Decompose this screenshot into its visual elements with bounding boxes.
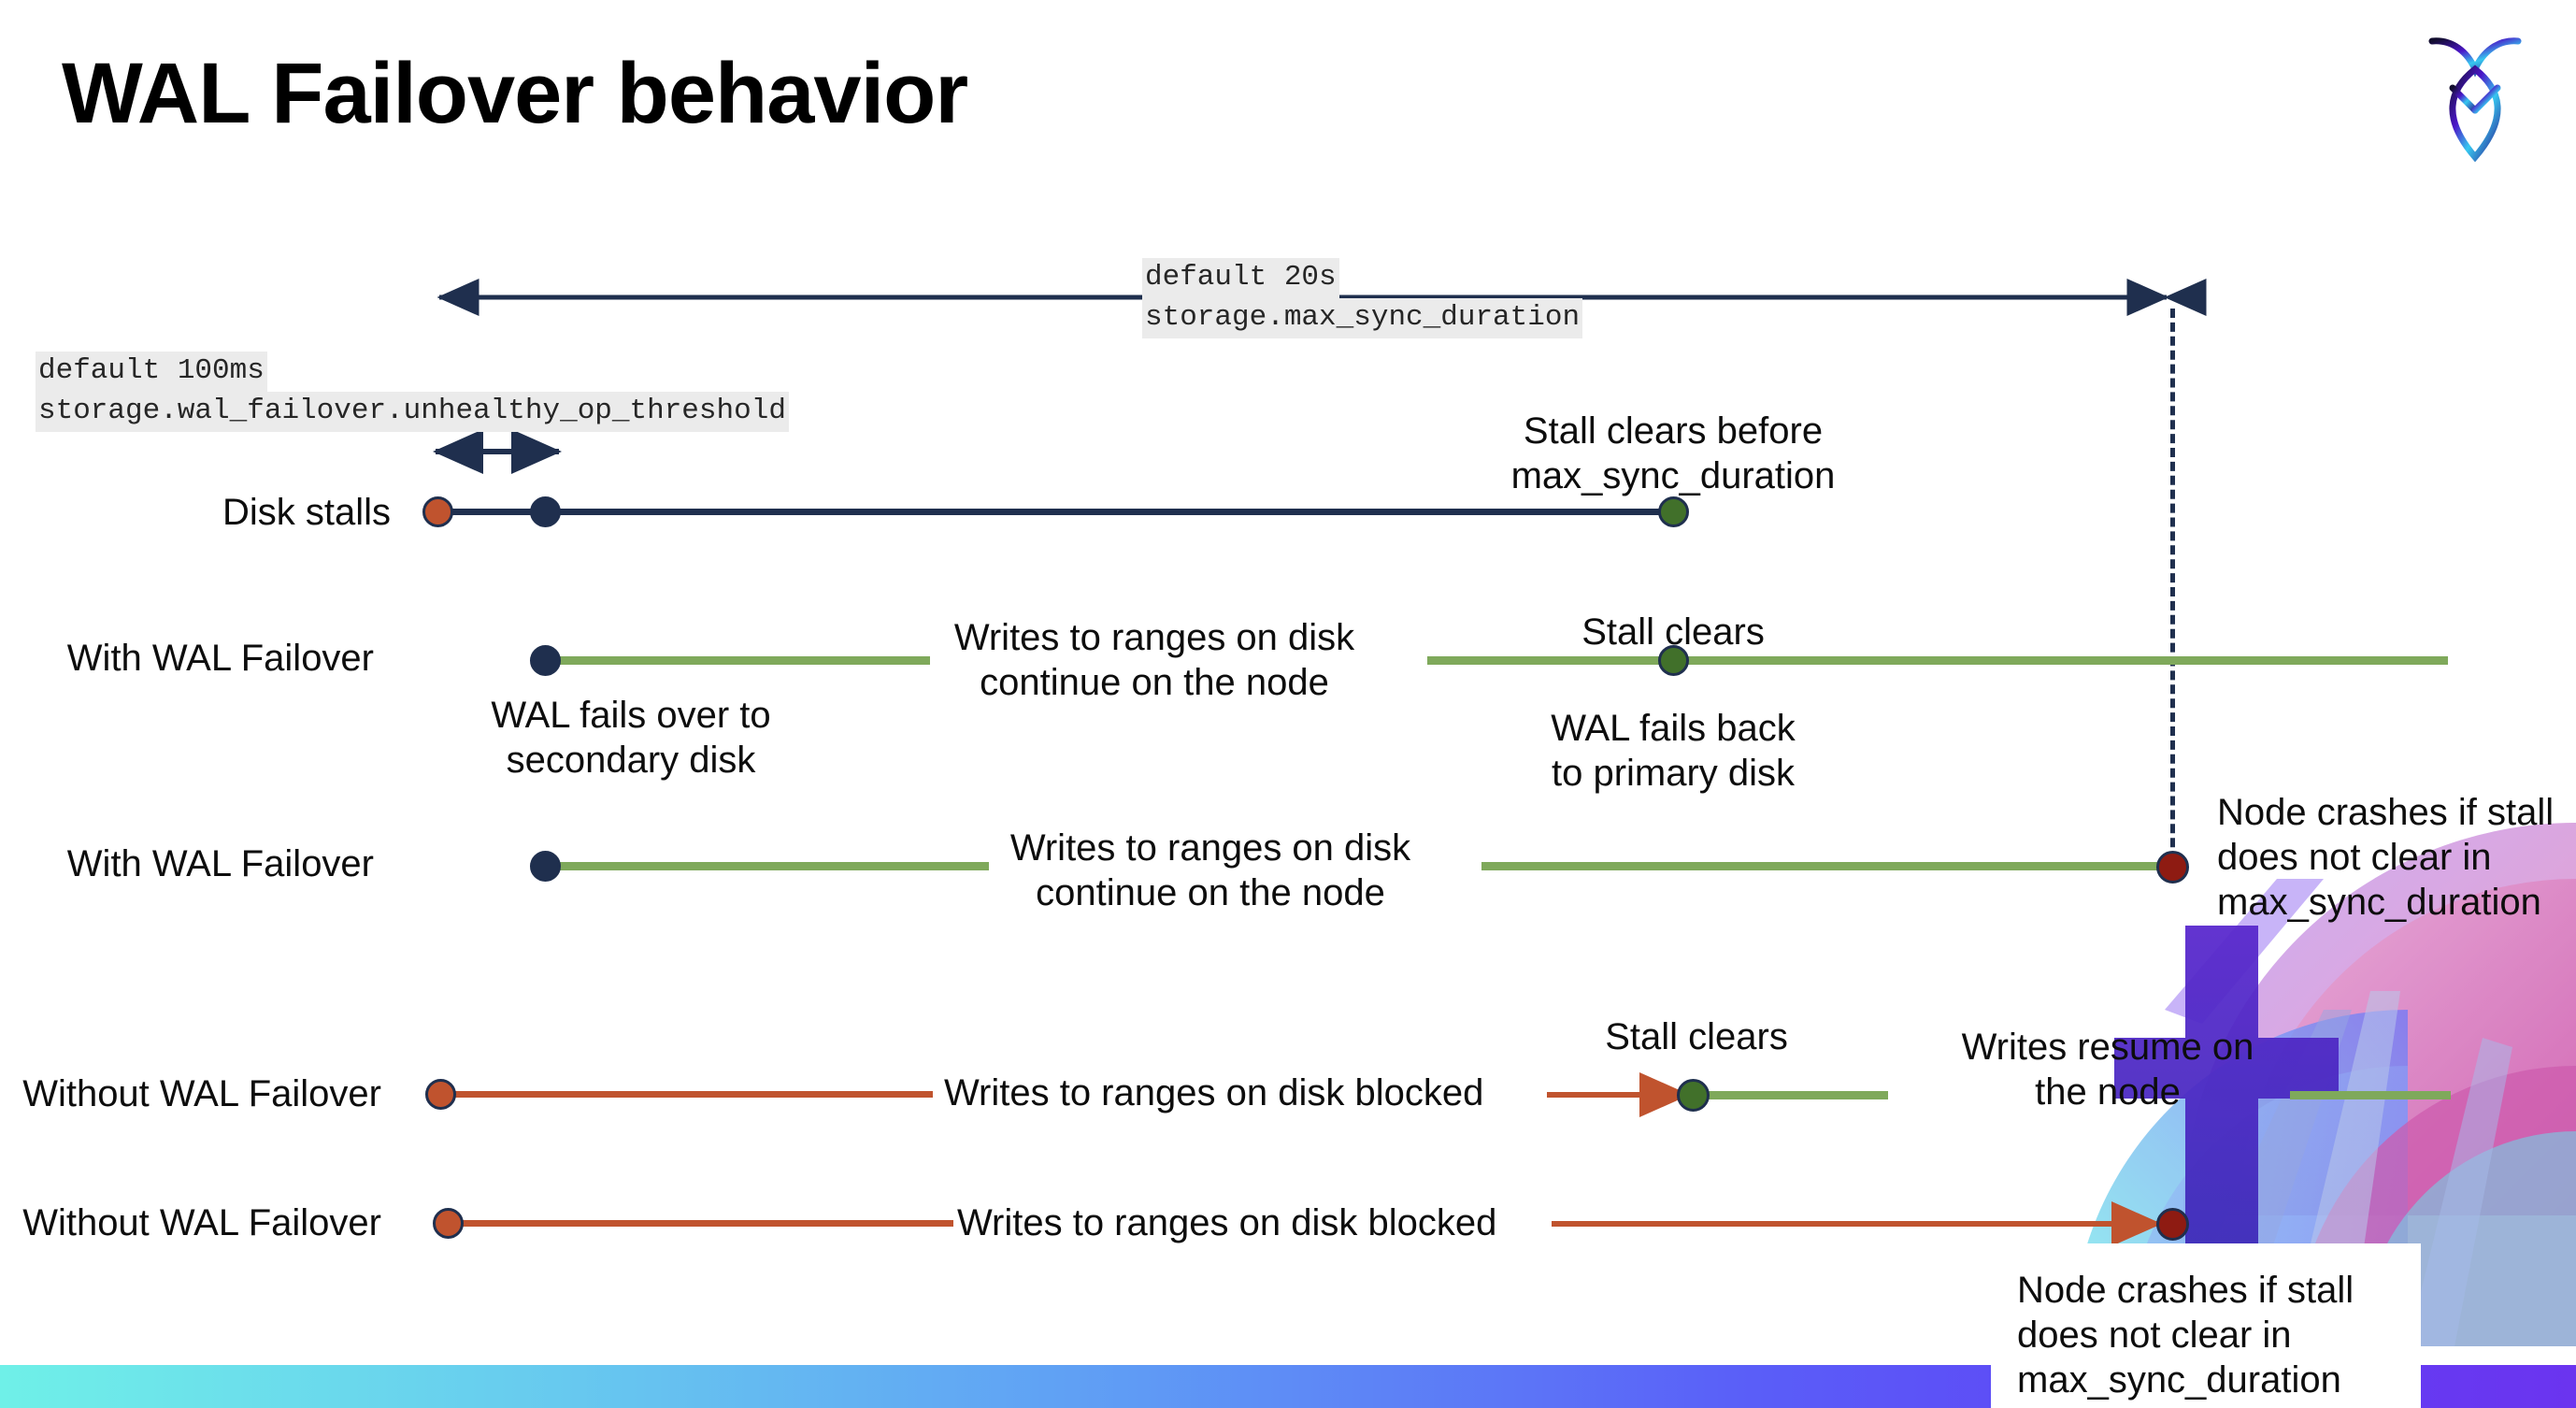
- row5-annotation-card: [1991, 1243, 2421, 1408]
- row-label-with-wal-failover-1: With WAL Failover: [66, 638, 374, 679]
- row4-stall-clears-dot: [1677, 1079, 1710, 1112]
- row2-annotation-stall-clears: Stall clears: [1581, 611, 1765, 653]
- row-label-without-wal-failover-1: Without WAL Failover: [22, 1073, 381, 1114]
- row4-annotation-writes-blocked: Writes to ranges on disk blocked: [944, 1072, 1484, 1113]
- row2-annotation-writes-continue: Writes to ranges on disk continue on the…: [953, 617, 1355, 703]
- row5-node-crash-dot: [2156, 1208, 2189, 1241]
- row1-navy-line: [437, 509, 1681, 515]
- callout-unhealthy-op-threshold-line2: storage.wal_failover.unhealthy_op_thresh…: [36, 391, 789, 432]
- row4-annotation-stall-clears: Stall clears: [1605, 1016, 1788, 1057]
- row4-green-line-tail: [2290, 1091, 2451, 1099]
- max-sync-duration-dropline: [2170, 309, 2175, 875]
- row2-annotation-wal-fails-over: WAL fails over to secondary disk: [491, 695, 771, 781]
- row2-green-line-right: [1427, 656, 2448, 665]
- callout-max-sync-duration-line2: storage.max_sync_duration: [1142, 297, 1583, 338]
- cockroachdb-logo: [2419, 21, 2531, 170]
- row3-annotation-node-crashes: Node crashes if stall does not clear in …: [2217, 792, 2555, 923]
- row4-red-line: [447, 1091, 933, 1098]
- row4-annotation-writes-resume: Writes resume on the node: [1961, 1027, 2254, 1113]
- row-label-without-wal-failover-2: Without WAL Failover: [22, 1202, 381, 1243]
- row5-annotation-node-crashes: Node crashes if stall does not clear in …: [2017, 1270, 2354, 1401]
- row2-failover-dot: [530, 645, 561, 676]
- row1-threshold-dot: [530, 496, 561, 527]
- row3-failover-dot: [530, 851, 561, 882]
- row1-stall-clears-dot: [1658, 496, 1689, 527]
- callout-unhealthy-op-threshold: default 100ms storage.wal_failover.unhea…: [36, 352, 789, 432]
- row5-red-line: [458, 1220, 953, 1227]
- callout-max-sync-duration: default 20s storage.max_sync_duration: [1142, 258, 1583, 338]
- callout-max-sync-duration-line1: default 20s: [1142, 258, 1339, 298]
- row-label-disk-stalls: Disk stalls: [222, 492, 391, 533]
- row3-green-line-right: [1481, 862, 2173, 870]
- page-title: WAL Failover behavior: [62, 46, 968, 141]
- row2-annotation-wal-fails-back: WAL fails back to primary disk: [1551, 708, 1796, 794]
- row2-green-line-left: [545, 656, 930, 665]
- callout-unhealthy-op-threshold-line1: default 100ms: [36, 352, 267, 392]
- row1-annotation-stall-clears-before: Stall clears before max_sync_duration: [1510, 410, 1836, 496]
- row2-stall-clears-dot: [1658, 645, 1689, 676]
- row4-writes-blocked-dot: [425, 1079, 456, 1110]
- row3-annotation-writes-continue: Writes to ranges on disk continue on the…: [1009, 827, 1411, 913]
- row5-writes-blocked-dot: [433, 1208, 464, 1239]
- row3-node-crash-dot: [2156, 851, 2189, 884]
- row4-green-line: [1696, 1091, 1888, 1099]
- row3-green-line-left: [545, 862, 989, 870]
- row5-annotation-writes-blocked: Writes to ranges on disk blocked: [957, 1202, 1497, 1243]
- row1-stall-start-dot: [422, 496, 453, 527]
- row-label-with-wal-failover-2: With WAL Failover: [66, 843, 374, 884]
